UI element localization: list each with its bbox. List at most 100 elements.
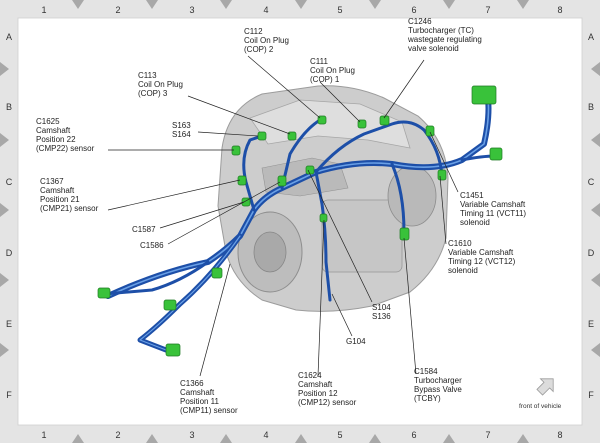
grid-row-label: A bbox=[6, 32, 12, 42]
callout-line: (COP) 3 bbox=[138, 89, 168, 98]
grid-col-label: 2 bbox=[115, 5, 120, 15]
callout-line: (TCBY) bbox=[414, 394, 441, 403]
right-border bbox=[582, 0, 600, 443]
grid-col-label: 2 bbox=[115, 430, 120, 440]
connector-c1451 bbox=[425, 125, 435, 137]
callout-c111: C111 Coil On Plug (COP) 1 bbox=[310, 57, 357, 84]
callout-s163: S163 S164 bbox=[172, 121, 193, 139]
callout-line: C1584 bbox=[414, 367, 438, 376]
arrow-marker bbox=[146, 434, 158, 443]
callout-line: Position 11 bbox=[180, 397, 220, 406]
grid-row-label: A bbox=[588, 32, 594, 42]
grid-row-label: E bbox=[6, 319, 12, 329]
callout-line: C1246 bbox=[408, 17, 432, 26]
callout-line: Variable Camshaft bbox=[448, 248, 514, 257]
grid-col-label: 8 bbox=[557, 5, 562, 15]
arrow-marker bbox=[72, 0, 84, 9]
grid-col-label: 7 bbox=[485, 5, 490, 15]
grid-col-label: 4 bbox=[263, 5, 268, 15]
arrow-marker bbox=[443, 0, 455, 9]
callout-line: S104 bbox=[372, 303, 391, 312]
arrow-marker bbox=[369, 434, 381, 443]
callout-c1624: C1624 Camshaft Position 12 (CMP12) senso… bbox=[298, 371, 357, 407]
harness-branch-cop bbox=[280, 118, 322, 190]
callout-line: Camshaft bbox=[40, 186, 75, 195]
connector-s163 bbox=[257, 131, 267, 141]
callout-line: (CMP21) sensor bbox=[40, 204, 99, 213]
callout-line: wastegate regulating bbox=[407, 35, 482, 44]
arrow-marker bbox=[220, 434, 232, 443]
connector-lower-left bbox=[163, 299, 177, 311]
leader-line bbox=[319, 81, 361, 123]
arrow-marker bbox=[295, 0, 307, 9]
callout-line: C111 bbox=[310, 57, 328, 66]
callout-line: (COP) 2 bbox=[244, 45, 274, 54]
arrow-marker bbox=[0, 62, 9, 76]
arrow-marker bbox=[443, 434, 455, 443]
grid-row-label: F bbox=[588, 390, 594, 400]
callout-line: Position 21 bbox=[40, 195, 80, 204]
grid-row-label: F bbox=[6, 390, 12, 400]
arrow-marker bbox=[0, 343, 9, 357]
connector-harness-end bbox=[471, 85, 497, 105]
callout-line: (CMP11) sensor bbox=[180, 406, 238, 415]
connector-left bbox=[97, 287, 111, 299]
callout-c113: C113 Coil On Plug (COP) 3 bbox=[138, 71, 185, 98]
connector-c1246 bbox=[379, 115, 390, 126]
engine-illustration bbox=[217, 85, 449, 312]
grid-col-label: 5 bbox=[337, 430, 342, 440]
callout-line: Coil On Plug bbox=[138, 80, 183, 89]
crank-pulley bbox=[253, 231, 287, 273]
grid-col-label: 1 bbox=[41, 5, 46, 15]
arrow-marker bbox=[591, 133, 600, 147]
leader-line bbox=[199, 263, 231, 377]
callout-line: Position 12 bbox=[298, 389, 338, 398]
arrow-marker bbox=[591, 203, 600, 217]
arrow-marker bbox=[591, 343, 600, 357]
leader-line bbox=[403, 237, 417, 375]
arrow-marker bbox=[0, 133, 9, 147]
grid-column-labels: 1 2 3 4 5 6 7 8 1 2 3 4 5 6 7 8 bbox=[41, 5, 562, 440]
callout-line: C1624 bbox=[298, 371, 322, 380]
leader-line bbox=[439, 175, 447, 245]
leader-line bbox=[383, 59, 425, 119]
callout-line: C1366 bbox=[180, 379, 204, 388]
grid-col-label: 3 bbox=[189, 5, 194, 15]
front-arrow-icon bbox=[536, 378, 554, 396]
callout-g104: G104 bbox=[346, 337, 366, 346]
callout-c1451: C1451 Variable Camshaft Timing 11 (VCT11… bbox=[460, 191, 528, 227]
grid-row-label: D bbox=[588, 248, 595, 258]
callout-line: S163 bbox=[172, 121, 191, 130]
engine-side-housing bbox=[321, 199, 403, 273]
grid-col-label: 6 bbox=[411, 430, 416, 440]
connector-c1610 bbox=[437, 169, 447, 181]
callout-line: S164 bbox=[172, 130, 191, 139]
callout-line: Position 22 bbox=[36, 135, 76, 144]
callout-line: Camshaft bbox=[36, 126, 71, 135]
harness-branch-top bbox=[314, 120, 426, 174]
grid-col-label: 3 bbox=[189, 430, 194, 440]
left-border bbox=[0, 0, 18, 443]
leader-line bbox=[247, 55, 321, 119]
grid-col-label: 5 bbox=[337, 5, 342, 15]
front-arrow-shape bbox=[536, 378, 554, 396]
leader-line bbox=[159, 201, 245, 229]
grid-col-label: 8 bbox=[557, 430, 562, 440]
arrow-marker bbox=[591, 273, 600, 287]
callout-line: Bypass Valve bbox=[414, 385, 462, 394]
callout-s104: S104 S136 bbox=[372, 303, 393, 321]
callout-line: C1451 bbox=[460, 191, 484, 200]
connector-c1586 bbox=[277, 175, 287, 187]
front-of-vehicle-label: front of vehicle bbox=[519, 403, 562, 410]
callout-c1246: C1246 Turbocharger (TC) wastegate regula… bbox=[407, 17, 484, 53]
connector-right bbox=[489, 147, 503, 161]
callout-line: Coil On Plug bbox=[310, 66, 355, 75]
arrow-marker bbox=[369, 0, 381, 9]
arrow-marker bbox=[517, 0, 529, 9]
arrow-marker bbox=[72, 434, 84, 443]
callout-line: C1625 bbox=[36, 117, 60, 126]
callout-line: (COP) 1 bbox=[310, 75, 340, 84]
grid-col-label: 1 bbox=[41, 430, 46, 440]
